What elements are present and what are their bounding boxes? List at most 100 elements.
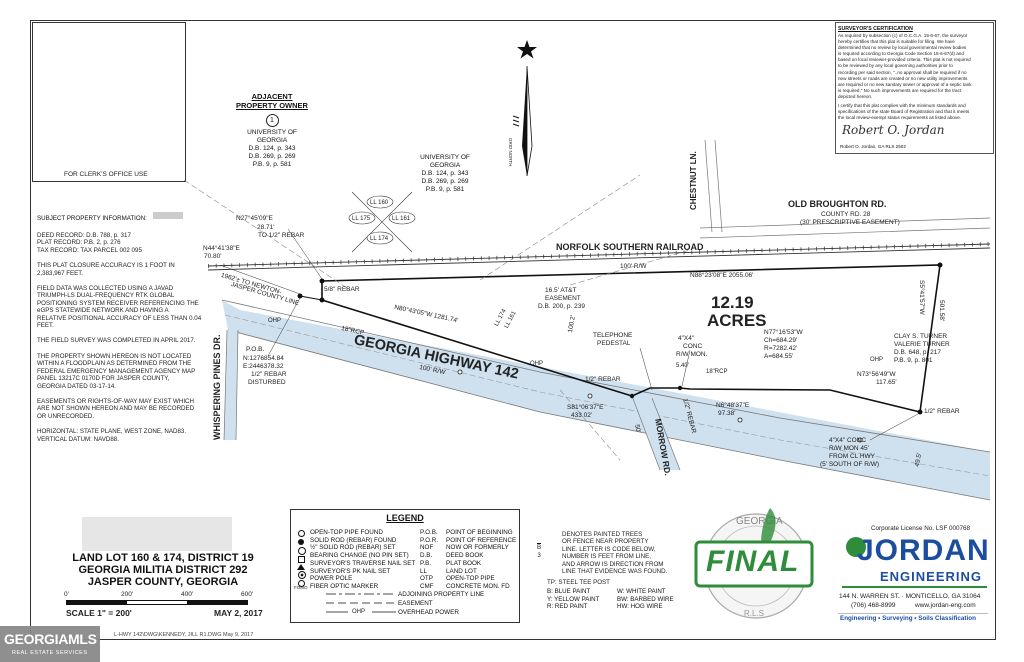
legend-heading: LEGEND xyxy=(386,513,424,523)
abbr-key: P.O.R. xyxy=(420,536,439,544)
abbr-value: LAND LOT xyxy=(446,567,477,575)
subject-field: FIELD DATA WAS COLLECTED USING A JAVAD T… xyxy=(37,285,202,330)
clerk-label: FOR CLERK'S OFFICE USE xyxy=(64,171,148,178)
n6-distance: 97.38' xyxy=(718,410,736,417)
s5-distance: 501.58' xyxy=(938,300,945,322)
curve-1: N77°16'53"W xyxy=(764,329,803,336)
abbr-value: DEED BOOK xyxy=(446,552,484,560)
curve-3: R=7282.42' xyxy=(764,345,798,352)
adjacent-line: UNIVERSITY OF xyxy=(247,129,297,136)
adjacent-line: GEORGIA xyxy=(256,137,288,144)
prescriptive-label: (30' PRESCRIPTIVE EASEMENT) xyxy=(800,219,900,226)
ll-160-label: LL 160 xyxy=(370,200,389,206)
cert-body: As required by subsection (c) of O.C.G.A… xyxy=(838,33,972,99)
ll-161-cross-label: LL 161 xyxy=(392,216,411,222)
ll-174-cross-label: LL 174 xyxy=(370,236,389,242)
rebar-half-1: 1/2" REBAR xyxy=(585,376,621,383)
adjacent-line: D.B. 124, p. 343 xyxy=(248,145,296,152)
distance-n44: 70.80' xyxy=(204,253,222,260)
whispering-pines-label: WHISPERING PINES DR. xyxy=(212,334,222,440)
scale-tick: 200' xyxy=(121,591,134,598)
date-label: MAY 2, 2017 xyxy=(214,608,263,618)
solid-rod-icon xyxy=(298,539,304,545)
legend-item: SURVEYOR'S TRAVERSE NAIL SET xyxy=(310,559,416,567)
subject-easements: EASEMENTS OR RIGHTS-OF-WAY MAY EXIST WHI… xyxy=(37,397,195,420)
conc-3: R/W MON. xyxy=(676,351,708,358)
ohp-label: OHP xyxy=(268,318,282,324)
legend-symbols xyxy=(294,529,314,587)
owner-top: UNIVERSITY OF GEORGIA D.B. 124, p. 343 D… xyxy=(405,154,485,194)
code-item: Y: YELLOW PAINT xyxy=(547,595,600,603)
mon-1: 4"X4" CONC xyxy=(829,437,867,444)
legend-line-labels: ADJOINING PROPERTY LINE EASEMENT OVERHEA… xyxy=(398,590,484,617)
mon-4: (5' SOUTH OF R/W) xyxy=(820,461,880,468)
pob-5: DISTURBED xyxy=(248,379,286,386)
adjacent-line: D.B. 269, p. 269 xyxy=(248,153,296,160)
scale-tick: 0' xyxy=(64,591,69,598)
code-item: HW: HOG WIRE xyxy=(617,603,663,611)
pob-3: E:2446378.32 xyxy=(243,363,284,370)
legend-item: FIBER OPTIC MARKER xyxy=(310,582,379,590)
open-pipe-icon xyxy=(298,530,305,537)
bearing-n27: N27°45'09"E xyxy=(236,215,273,222)
north-arrow-icon xyxy=(512,40,537,176)
conc-2: CONC xyxy=(683,343,703,350)
title-line-1: LAND LOT 160 & 174, DISTRICT 19 xyxy=(72,552,254,564)
clay-3: D.B. 648, p. 217 xyxy=(894,349,941,356)
abbr-value: OPEN-TOP PIPE xyxy=(446,575,495,583)
bearing-n44: N44°41'38"E xyxy=(203,245,240,252)
mon-2: R/W MON 45' xyxy=(829,445,869,452)
distance-50: 50' xyxy=(633,424,642,434)
seal-ring-top: GEORGIA xyxy=(736,516,783,527)
ohp-label: OHP xyxy=(530,361,544,367)
curve-4: A=684.55' xyxy=(764,353,794,360)
trees-symbol: B 3 xyxy=(537,543,542,559)
scale-tick: 400' xyxy=(181,591,194,598)
code-item: W: WHITE PAINT xyxy=(617,588,666,595)
subject-heading: SUBJECT PROPERTY INFORMATION: xyxy=(37,215,147,222)
scale-tick: 600' xyxy=(241,591,254,598)
abbr-key: P.B. xyxy=(420,559,432,567)
code-item: R: RED PAINT xyxy=(547,603,588,611)
rcp-label-2: 18"RCP xyxy=(706,369,728,375)
mon-3: FROM CL HWY xyxy=(829,453,875,460)
chestnut-ln-label: CHESTNUT LN. xyxy=(689,151,698,210)
mls-watermark: GEORGIAMLS REAL ESTATE SERVICES xyxy=(0,626,100,662)
abbr-value: POINT OF REFERENCE xyxy=(446,536,517,544)
old-broughton-rd-label: OLD BROUGHTON RD. xyxy=(788,199,887,209)
adjacent-owner-box: ADJACENT PROPERTY OWNER 1 UNIVERSITY OF … xyxy=(232,92,312,169)
clay-1: CLAY S. TURNER xyxy=(894,333,948,340)
company-phone: (706) 468-8999 xyxy=(851,602,896,609)
rebar-58-label: 5/8" REBAR xyxy=(324,286,360,293)
redacted-owner-block xyxy=(82,517,232,551)
n73-distance: 117.65' xyxy=(876,379,897,386)
legend-ohp: OHP xyxy=(352,609,366,615)
cert-signature: Robert O. Jordan xyxy=(842,123,945,137)
abbr-key: P.O.B. xyxy=(420,529,438,536)
clay-4: P.B. 9, p. 801 xyxy=(894,357,933,364)
footer-file: L-HWY 142\DWG\KENNEDY, JILL R1.DWG May 9… xyxy=(114,632,254,638)
distance-540: 5.40' xyxy=(676,363,689,369)
bearing-change-icon xyxy=(298,556,305,563)
legend-item: SOLID ROD (REBAR) FOUND xyxy=(310,536,397,544)
legend-item: OPEN-TOP PIPE FOUND xyxy=(310,529,383,536)
watermark-line-1: GEORGIAMLS xyxy=(4,631,97,647)
conc-1: 4"X4" xyxy=(678,335,695,342)
title-line-2: GEORGIA MILITIA DISTRICT 292 xyxy=(78,564,248,576)
rail-bearing-label: N88°23'08"E 2055.06' xyxy=(690,272,754,279)
rebar-set-icon xyxy=(298,547,306,555)
acres-label: ACRES xyxy=(707,311,767,330)
att-easement-3: D.B. 200, p. 239 xyxy=(538,303,585,310)
acres-number: 12.19 xyxy=(711,293,754,312)
scale-label: SCALE 1" = 200' xyxy=(66,608,132,618)
legend-line-label: ADJOINING PROPERTY LINE xyxy=(398,591,485,598)
fo-prefix: FOMO xyxy=(294,585,308,590)
legend-line-samples xyxy=(326,593,396,613)
adjacent-heading-1: ADJACENT xyxy=(251,92,293,101)
abbr-key: NOF xyxy=(420,544,434,552)
adjacent-number: 1 xyxy=(265,114,279,127)
cert-body-2: I certify that this plat complies with t… xyxy=(838,103,970,121)
owner-line: UNIVERSITY OF xyxy=(420,154,470,161)
subject-closure: THIS PLAT CLOSURE ACCURACY IS 1 FOOT IN … xyxy=(37,262,175,277)
